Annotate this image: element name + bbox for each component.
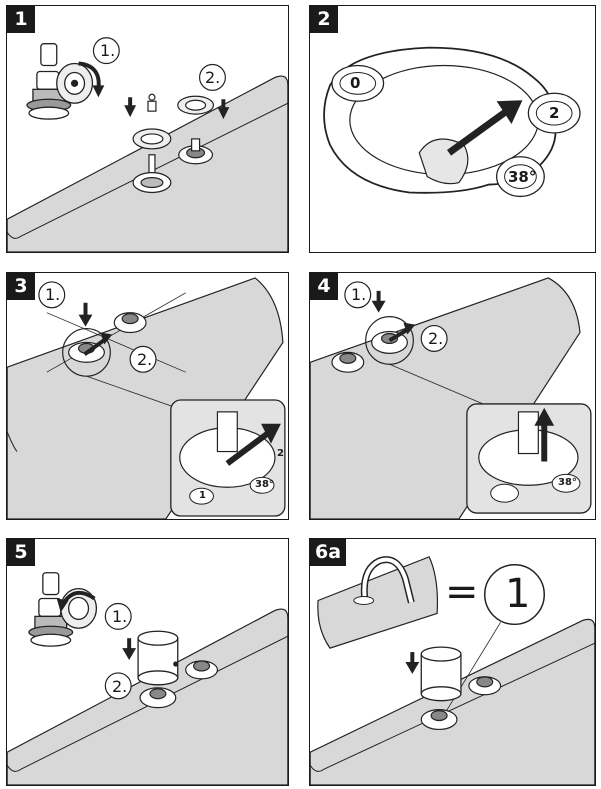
parts-group-b [177,95,215,165]
dial-mark-2: 2 [549,104,560,122]
step-4-illustration [310,277,592,519]
step-5-panel: 5 1. 2. [6,538,289,786]
step-6a-illustration [310,556,595,785]
step-label-2: 2. [137,350,153,369]
step-1-panel: 1 [6,5,289,253]
worktop [310,618,595,785]
parts-group-a [132,93,172,194]
step-badge: 1 [7,6,35,33]
step-label-1: 1. [45,285,61,304]
zoom-circle [365,316,414,365]
step-label-2: 2. [112,677,128,696]
step-3-illustration [7,277,286,519]
step-label-1: 1. [100,41,116,60]
turn-arrow [446,108,509,156]
step-label-2: 2. [428,329,444,348]
valve-left [331,351,365,373]
equals-sign: = [445,569,479,615]
step-badge: 2 [310,6,338,33]
step-label-1: 1. [351,285,367,304]
dial-mark-0: 0 [350,74,361,92]
dial-mark-38: 38° [508,168,537,186]
step-4-panel: 4 1. 2. 38° [309,272,596,520]
step-5-illustration [7,572,288,785]
step-label-1: 1. [112,607,128,626]
valve-right [113,312,147,334]
step-badge: 4 [310,273,338,300]
callout-circle [483,564,545,626]
step-badge: 5 [7,539,35,566]
down-arrow [124,105,137,118]
valves [139,660,219,709]
step-2-illustration [323,46,581,198]
detail-dial-38: 38° [558,477,577,488]
spout-view [317,556,439,649]
detail-dial-38: 38° [255,479,274,490]
cap [137,630,179,686]
step-6a-panel: 6a = 1 [309,538,596,786]
detail-dial-2: 2 [277,448,284,459]
step-badge: 3 [7,273,35,300]
callout-number: 1 [505,571,531,617]
old-handle-assembly [26,43,94,120]
cap [420,646,462,702]
step-2-panel: 2 0 2 38° [309,5,596,253]
handle-assembly [28,572,98,647]
step-1-illustration [7,37,288,252]
step-3-panel: 3 1. 2. 2 1 38° [6,272,289,520]
valves [420,676,502,731]
step-label-2: 2. [205,68,221,87]
zoom-circle [62,327,111,377]
detail-dial-1: 1 [199,490,206,501]
step-badge: 6a [310,539,347,566]
